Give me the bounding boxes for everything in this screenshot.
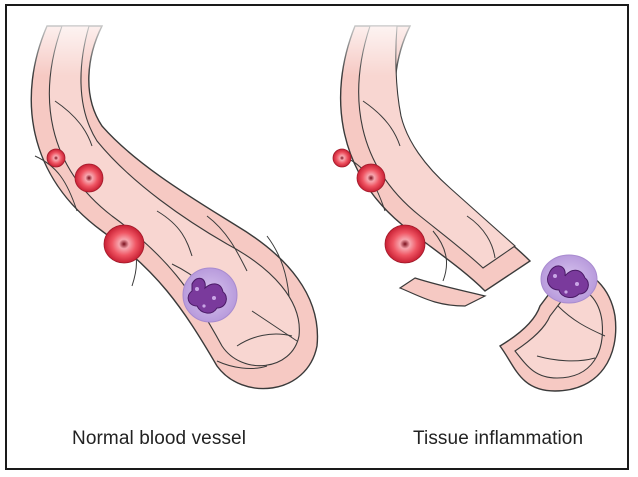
caption-normal-blood-vessel: Normal blood vessel <box>72 428 246 450</box>
vessel-wall-flap <box>400 278 485 306</box>
figure-frame: Normal blood vessel Tissue inflammation <box>5 4 629 470</box>
normal-vessel-illustration <box>7 6 319 406</box>
inflamed-vessel-illustration <box>315 6 627 406</box>
red-blood-cell-icon <box>385 225 425 263</box>
red-blood-cell-icon <box>75 164 103 192</box>
red-blood-cell-icon <box>357 164 385 192</box>
red-blood-cell-icon <box>333 149 351 167</box>
leukocyte-icon <box>541 255 597 303</box>
red-blood-cell-icon <box>104 225 144 263</box>
leukocyte-icon <box>183 268 237 322</box>
caption-tissue-inflammation: Tissue inflammation <box>413 428 583 450</box>
inflamed-vessel-panel <box>315 6 627 406</box>
normal-vessel-panel <box>7 6 319 406</box>
red-blood-cell-icon <box>47 149 65 167</box>
